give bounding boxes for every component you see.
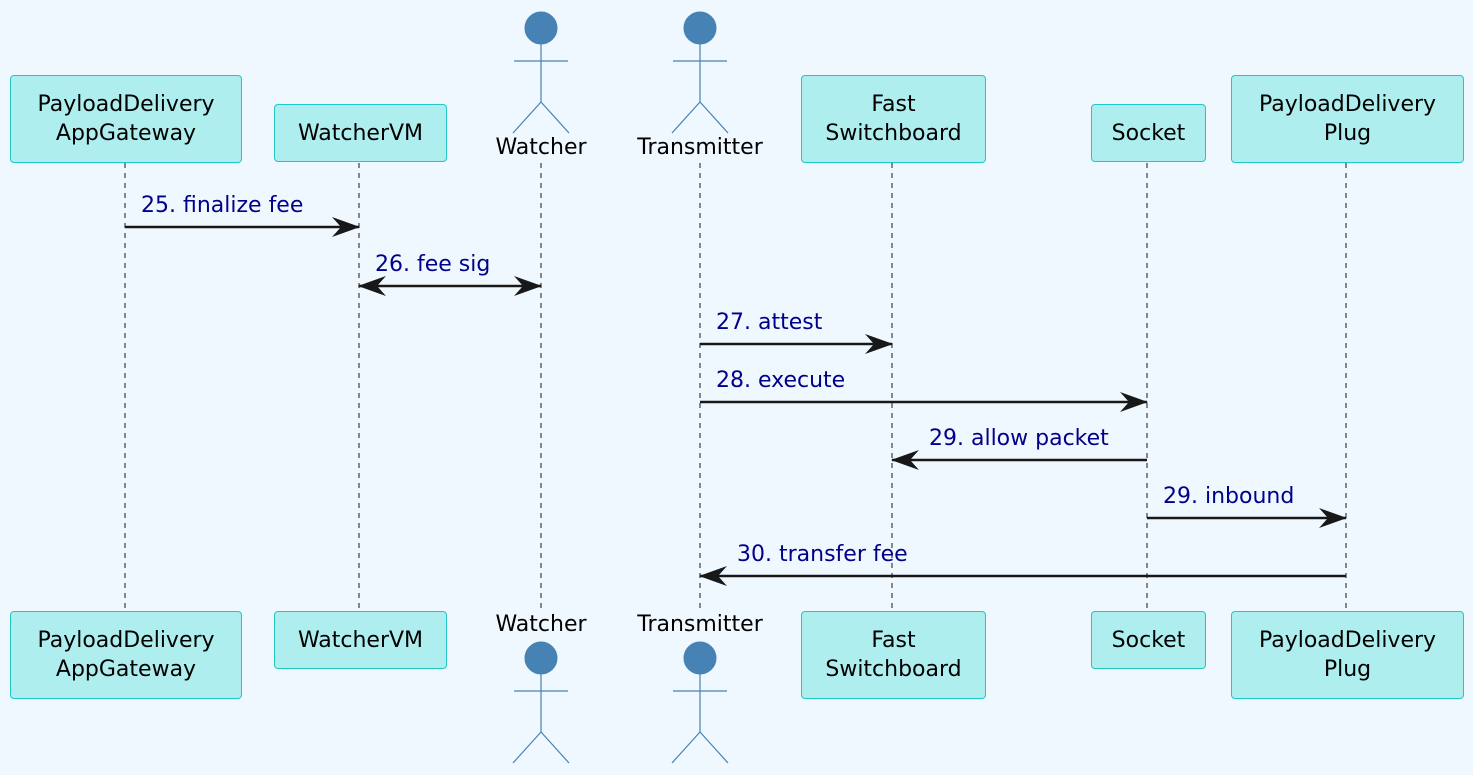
watcher-bottom-actor-icon — [512, 641, 570, 764]
plug-label-line: PayloadDelivery — [1258, 92, 1437, 117]
watcher-actor-label-top: Watcher — [495, 135, 587, 160]
plug-label-line: PayloadDelivery — [1258, 628, 1437, 653]
transmitter-actor-label-bottom: Transmitter — [637, 612, 763, 637]
transmitter-actor-label-top: Transmitter — [637, 135, 763, 160]
socket-participant-top: Socket — [1091, 104, 1206, 162]
watchervm-label-line: WatcherVM — [297, 627, 424, 653]
message-label: 27. attest — [716, 310, 823, 335]
socket-label-line: Socket — [1111, 627, 1186, 653]
watchervm-label-line: WatcherVM — [297, 120, 424, 146]
gateway-label-line: AppGateway — [55, 657, 197, 682]
watchervm-participant-bottom: WatcherVM — [274, 611, 447, 669]
socket-label-line: Socket — [1111, 120, 1186, 146]
switchboard-label-line: Fast — [871, 92, 916, 117]
switchboard-label-line: Switchboard — [825, 657, 962, 682]
message-label: 29. inbound — [1163, 484, 1295, 509]
gateway-label-line: PayloadDelivery — [37, 92, 215, 117]
gateway-label-line: PayloadDelivery — [37, 628, 215, 653]
plug-label-line: Plug — [1323, 657, 1372, 682]
switchboard-label-line: Fast — [871, 628, 916, 653]
message-label: 29. allow packet — [929, 426, 1109, 451]
watchervm-participant-top: WatcherVM — [274, 104, 447, 162]
switchboard-label-line: Switchboard — [825, 121, 962, 146]
socket-participant-bottom: Socket — [1091, 611, 1206, 669]
plug-label-line: Plug — [1323, 121, 1372, 146]
transmitter-top-actor-icon — [671, 11, 729, 134]
watcher-top-actor-icon — [512, 11, 570, 134]
message-label: 30. transfer fee — [737, 542, 908, 567]
gateway-label-line: AppGateway — [55, 121, 197, 146]
message-label: 28. execute — [716, 368, 846, 393]
message-label: 26. fee sig — [375, 252, 491, 277]
watcher-actor-label-bottom: Watcher — [495, 612, 587, 637]
transmitter-bottom-actor-icon — [671, 641, 729, 764]
message-label: 25. finalize fee — [141, 193, 304, 218]
